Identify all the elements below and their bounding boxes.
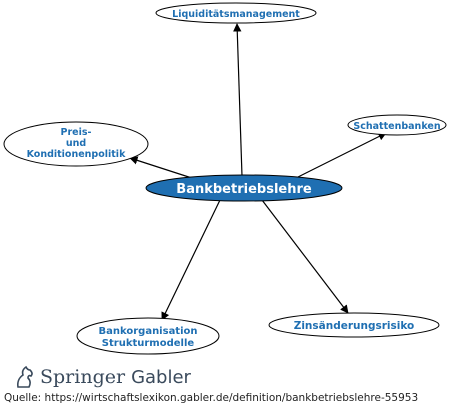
node-label-bankorg-line1: Bankorganisation <box>98 326 197 337</box>
source-citation: Quelle: https://wirtschaftslexikon.gable… <box>4 392 419 404</box>
node-preis-konditionenpolitik[interactable]: Preis- und Konditionenpolitik <box>3 121 149 167</box>
node-schattenbanken[interactable]: Schattenbanken <box>347 114 447 136</box>
edge-to-preis-konditionenpolitik <box>129 156 199 181</box>
mind-map-diagram: Liquiditätsmanagement Schattenbanken Pre… <box>3 2 447 355</box>
node-label-preis-line1: Preis- <box>61 127 92 138</box>
node-bankbetriebslehre[interactable]: Bankbetriebslehre <box>145 174 343 202</box>
springer-horse-icon <box>17 365 33 388</box>
node-liquiditaetsmanagement[interactable]: Liquiditätsmanagement <box>155 2 317 24</box>
node-label-preis-line2: und <box>66 138 86 149</box>
node-label-bankbetriebslehre: Bankbetriebslehre <box>176 182 312 197</box>
node-label-liquiditaetsmanagement: Liquiditätsmanagement <box>172 9 300 20</box>
node-label-bankorg-line2: Strukturmodelle <box>102 338 195 349</box>
logo-word-gabler: Gabler <box>131 366 191 388</box>
node-label-preis-line3: Konditionenpolitik <box>27 149 126 160</box>
edge-to-liquiditaetsmanagement <box>233 23 243 177</box>
edge-to-schattenbanken <box>291 132 387 181</box>
node-label-schattenbanken: Schattenbanken <box>353 121 440 132</box>
node-label-zinsaenderungsrisiko: Zinsänderungsrisiko <box>294 320 415 332</box>
node-bankorganisation-strukturmodelle[interactable]: Bankorganisation Strukturmodelle <box>76 317 220 355</box>
logo-word-springer: Springer <box>40 366 126 388</box>
edge-to-bankorganisation <box>161 199 221 321</box>
edge-to-zinsaenderungsrisiko <box>261 199 349 314</box>
springer-gabler-logo: Springer Gabler <box>14 364 191 390</box>
node-zinsaenderungsrisiko[interactable]: Zinsänderungsrisiko <box>268 312 440 338</box>
